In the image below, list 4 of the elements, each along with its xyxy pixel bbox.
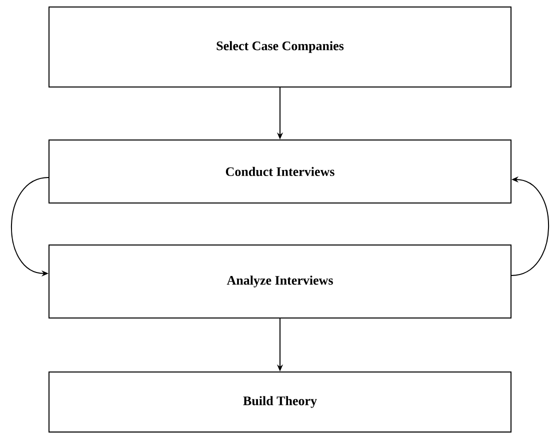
process-box: Build Theory [48, 372, 512, 432]
process-box: Conduct Interviews [48, 140, 512, 204]
process-box: Select Case Companies [48, 6, 512, 88]
process-box: Analyze Interviews [48, 244, 512, 318]
